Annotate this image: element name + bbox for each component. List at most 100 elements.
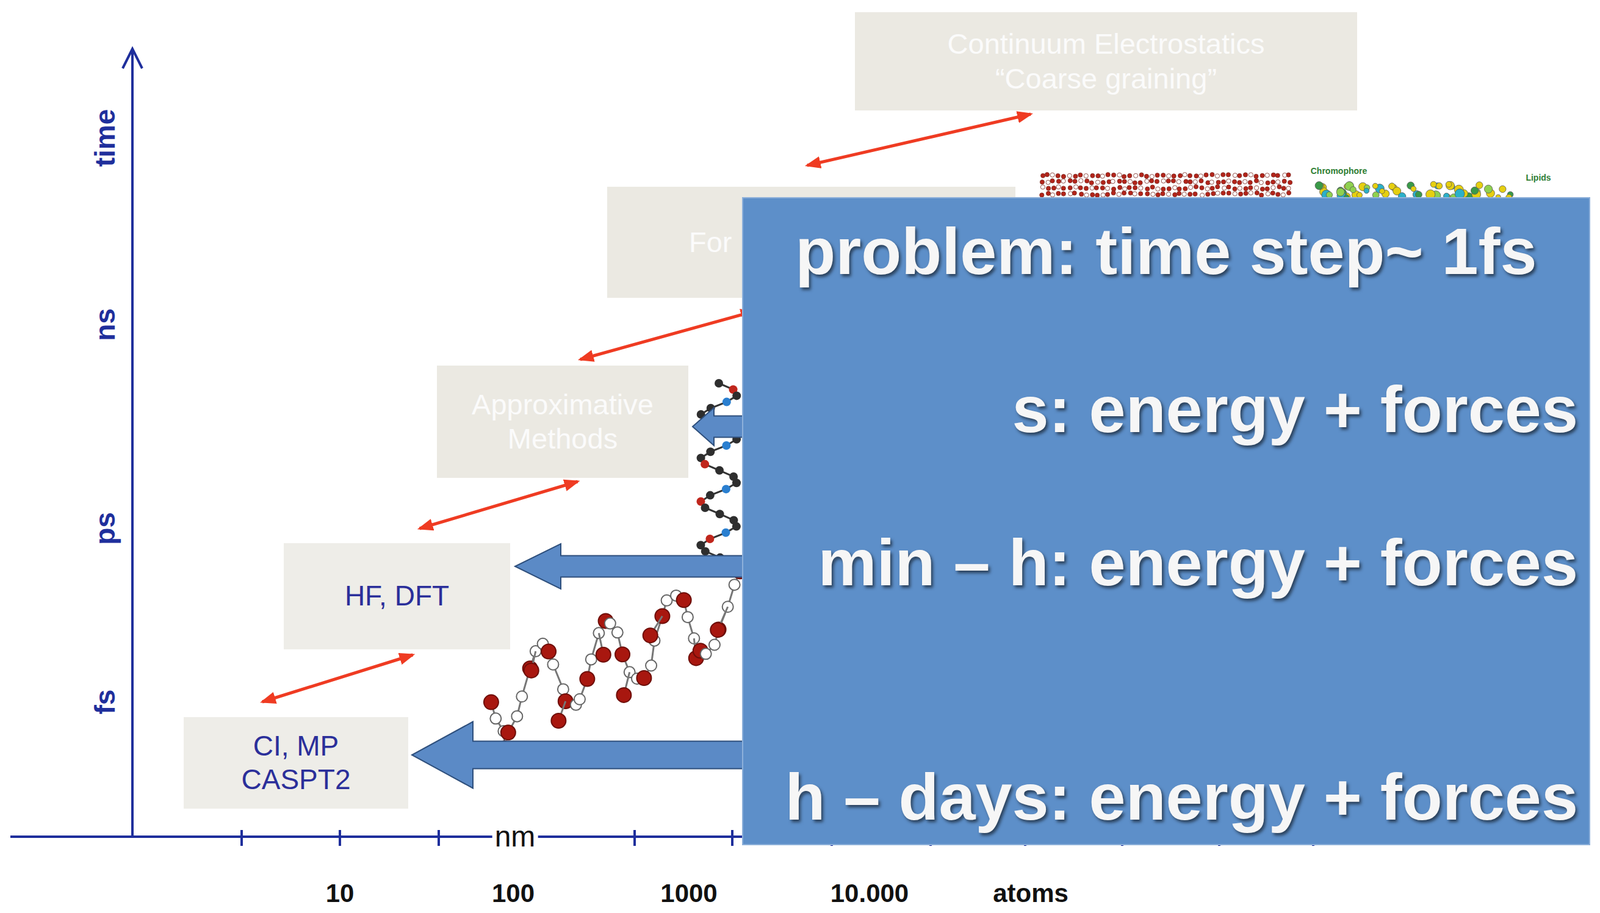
atom	[1100, 173, 1105, 179]
atom	[1193, 184, 1198, 189]
atom	[1133, 173, 1139, 178]
atom	[1248, 185, 1253, 190]
level-name: Continuum Electrostatics “Coarse grainin…	[911, 26, 1302, 96]
atom	[1182, 172, 1187, 177]
atom	[705, 534, 714, 544]
bond	[491, 571, 741, 733]
atom	[1078, 172, 1083, 177]
atom	[1254, 173, 1259, 179]
atom	[596, 647, 611, 663]
atom	[1192, 191, 1198, 196]
atom	[1121, 190, 1126, 196]
atom	[1061, 174, 1066, 179]
atom	[1226, 184, 1231, 190]
atom	[1194, 173, 1199, 179]
atom	[1040, 184, 1045, 190]
atom	[1061, 178, 1066, 184]
level-box: Continuum Electrostatics “Coarse grainin…	[854, 12, 1358, 111]
atom	[722, 397, 732, 407]
axis-unit: nm	[492, 820, 539, 854]
atom	[706, 491, 715, 500]
atom	[1155, 186, 1161, 191]
axis-tick-label: ns	[89, 308, 121, 342]
atom	[1090, 173, 1095, 178]
atom	[1089, 185, 1095, 190]
atom	[1254, 178, 1259, 184]
atom	[604, 618, 616, 630]
atom	[729, 579, 741, 591]
atom	[490, 712, 501, 724]
atom	[1039, 180, 1045, 185]
atom	[643, 627, 658, 643]
block-arrow	[692, 407, 744, 446]
axis-unit: atoms	[992, 879, 1069, 908]
atom	[1243, 190, 1248, 196]
atom	[483, 695, 499, 710]
atom	[1315, 181, 1323, 190]
level-box: HF, DFT	[283, 543, 511, 650]
atom	[1349, 186, 1356, 193]
atom	[1095, 173, 1101, 179]
atom	[715, 509, 725, 519]
atom	[1237, 186, 1242, 191]
axis-tick-label: 10.000	[830, 879, 909, 908]
atom	[701, 546, 710, 556]
atom	[1050, 172, 1055, 177]
atom	[551, 713, 566, 728]
atom	[1258, 180, 1264, 185]
level-name: Approximative Methods	[449, 387, 677, 457]
atom	[1430, 181, 1437, 188]
block-arrow	[411, 721, 744, 789]
atom	[1379, 188, 1386, 195]
atom	[1254, 190, 1259, 195]
atom	[1210, 172, 1215, 177]
atom	[1116, 192, 1121, 197]
atom	[1161, 178, 1166, 184]
atom	[1138, 186, 1143, 191]
atom	[1271, 185, 1276, 190]
atom	[721, 484, 731, 494]
atom	[1210, 186, 1215, 191]
atom	[1238, 191, 1243, 196]
molecule-picture	[483, 563, 748, 756]
part-name: Chromophore	[1308, 166, 1370, 176]
atom	[1171, 178, 1176, 184]
atom	[1286, 186, 1291, 191]
atom	[1265, 191, 1270, 196]
atom	[1476, 181, 1483, 189]
atom	[1188, 192, 1193, 197]
atom	[1117, 178, 1122, 184]
atom	[1166, 186, 1172, 191]
atom	[1073, 184, 1079, 190]
atom	[1288, 180, 1293, 185]
atom	[1177, 173, 1182, 178]
atom	[1215, 184, 1220, 189]
panel-text: problem: time step~ 1fs	[795, 213, 1537, 290]
atom	[1260, 173, 1265, 178]
atom	[732, 391, 741, 400]
atom	[1265, 180, 1270, 185]
atom	[1100, 185, 1105, 190]
atom	[1282, 178, 1287, 184]
atom	[1237, 180, 1242, 185]
atom	[1243, 186, 1248, 191]
atom	[1199, 178, 1204, 184]
atom	[676, 592, 692, 608]
atom	[511, 710, 523, 722]
atom	[1128, 190, 1133, 196]
atom	[1211, 191, 1216, 196]
atom	[1046, 186, 1051, 191]
atom	[682, 611, 694, 623]
atom	[1363, 187, 1370, 194]
atom	[1090, 192, 1095, 198]
atom	[1144, 173, 1149, 179]
molecule-picture	[696, 378, 741, 575]
atom	[1410, 186, 1417, 192]
atom	[1225, 172, 1231, 177]
atom	[1121, 174, 1126, 179]
atom	[1050, 192, 1055, 198]
atom	[1089, 180, 1094, 185]
atom	[1281, 186, 1286, 191]
atom	[1192, 179, 1198, 184]
atom	[1132, 180, 1137, 185]
